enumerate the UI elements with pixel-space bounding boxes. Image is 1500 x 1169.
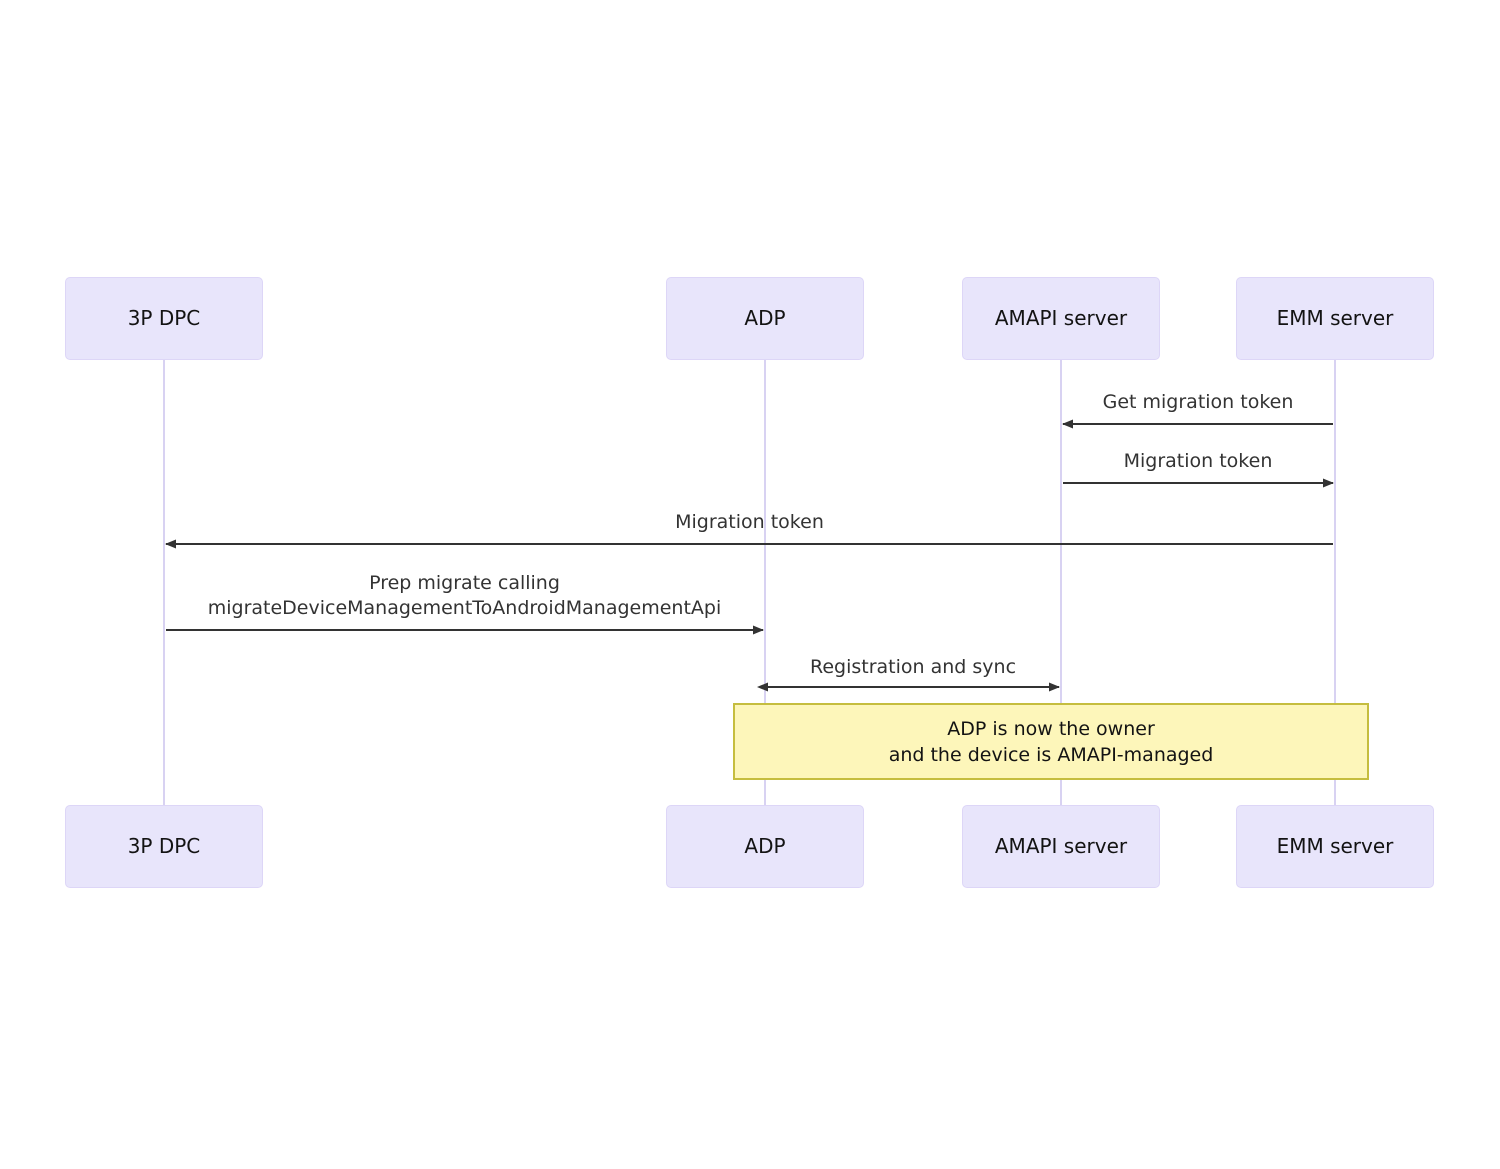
- participant-label: ADP: [744, 306, 786, 330]
- participant-dpc-bottom[interactable]: 3P DPC: [65, 805, 263, 888]
- participant-label: 3P DPC: [127, 306, 201, 330]
- participant-amapi-bottom[interactable]: AMAPI server: [962, 805, 1160, 888]
- note-text: ADP is now the owner and the device is A…: [888, 717, 1214, 766]
- participant-emm-top[interactable]: EMM server: [1236, 277, 1434, 360]
- participant-emm-bottom[interactable]: EMM server: [1236, 805, 1434, 888]
- participant-label: AMAPI server: [994, 306, 1128, 330]
- participant-adp-bottom[interactable]: ADP: [666, 805, 864, 888]
- participant-dpc-top[interactable]: 3P DPC: [65, 277, 263, 360]
- message-arrows-group: [165, 419, 1334, 692]
- note-n1: ADP is now the owner and the device is A…: [733, 703, 1369, 780]
- participant-label: ADP: [744, 834, 786, 858]
- participant-label: EMM server: [1276, 306, 1394, 330]
- participant-label: EMM server: [1276, 834, 1394, 858]
- participant-adp-top[interactable]: ADP: [666, 277, 864, 360]
- participant-label: AMAPI server: [994, 834, 1128, 858]
- participant-label: 3P DPC: [127, 834, 201, 858]
- participant-amapi-top[interactable]: AMAPI server: [962, 277, 1160, 360]
